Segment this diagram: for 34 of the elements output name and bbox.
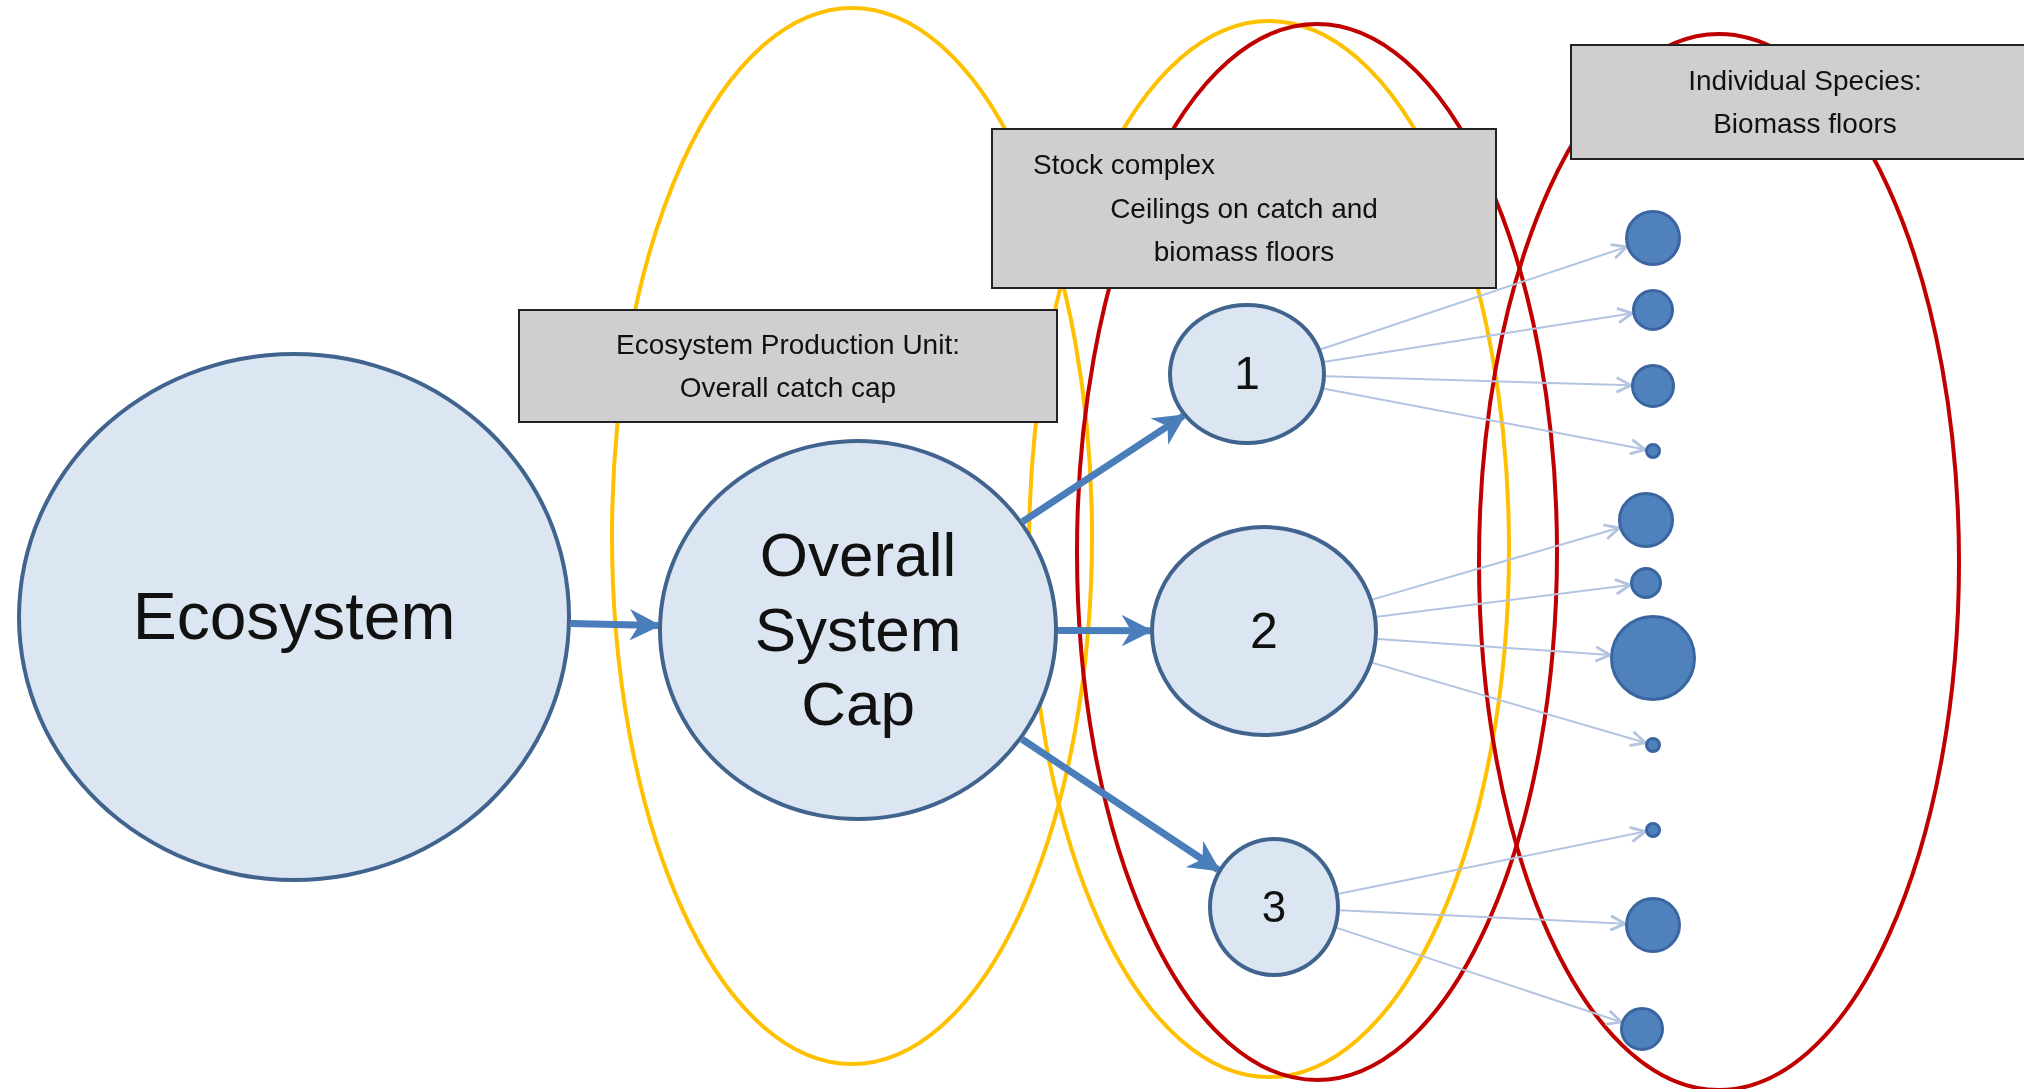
label-box [1570, 44, 2024, 160]
box-text: Ceilings on catch and biomass floors [1109, 191, 1379, 270]
species-dot [1620, 1007, 1664, 1051]
node-label: 1 [1234, 346, 1260, 402]
box-heading: Individual Species: Biomass floors [1687, 63, 1923, 141]
species-dot [1630, 567, 1662, 599]
box-heading: Stock complex [1032, 148, 1216, 183]
node-label: Overall System Cap [753, 519, 963, 741]
species-dot [1625, 210, 1681, 266]
arrow [1338, 909, 1627, 932]
arrow [1020, 736, 1221, 873]
arrow [1320, 243, 1628, 351]
label-box [991, 128, 1497, 289]
node-label: 3 [1261, 880, 1287, 933]
arrow [1371, 523, 1621, 601]
arrow [1371, 661, 1647, 748]
species-dot [1645, 822, 1661, 838]
label-box [518, 309, 1058, 423]
node-label: 2 [1250, 602, 1278, 661]
box-heading: Ecosystem Production Unit: Overall catch cap [615, 327, 961, 405]
species-dot [1625, 897, 1681, 953]
arrow [1020, 413, 1186, 525]
arrow [1376, 637, 1612, 663]
species-dot [1645, 737, 1661, 753]
species-dot [1618, 492, 1674, 548]
node-label: Ecosystem [132, 578, 456, 656]
species-dot [1645, 443, 1661, 459]
species-dot [1632, 289, 1674, 331]
arrow [1323, 306, 1634, 363]
species-dot [1631, 364, 1675, 408]
arrow [1323, 387, 1647, 456]
arrow [1324, 375, 1633, 394]
arrow [1375, 578, 1632, 618]
arrow [1336, 926, 1623, 1026]
